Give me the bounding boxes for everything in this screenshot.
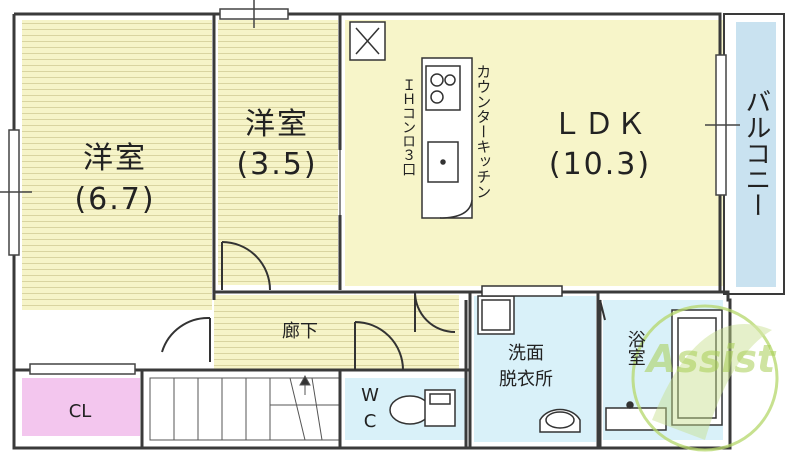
room-western-small-size: (3.5) — [236, 147, 318, 182]
balcony-fill — [736, 22, 776, 287]
room-western-large-size: (6.7) — [74, 182, 156, 217]
room-ldk-size: (10.3) — [548, 147, 652, 182]
room-bath-name: 浴室 — [624, 330, 646, 366]
room-closet-name: CL — [68, 401, 92, 422]
room-hallway-name: 廊下 — [282, 321, 318, 342]
room-ldk-name: ＬＤＫ — [552, 107, 648, 142]
toilet-fixture — [389, 389, 456, 427]
washroom-fixtures — [477, 285, 581, 433]
staircase — [149, 374, 341, 441]
room-western-small-name: 洋室 — [245, 107, 309, 142]
room-western-large-fill — [22, 20, 212, 310]
windows — [0, 0, 740, 375]
room-western-large-name: 洋室 — [83, 141, 147, 176]
room-washroom-name-line2: 脱衣所 — [499, 369, 553, 390]
room-toilet-name-line1: W — [361, 385, 379, 406]
room-toilet-name-line2: C — [363, 411, 377, 432]
kitchen-counter-label: カウンターキッチン — [474, 64, 493, 199]
kitchen-stove-label: ＩＨコンロ３口 — [400, 78, 417, 176]
watermark-text: Assist — [646, 337, 776, 381]
bathtub — [605, 309, 723, 431]
room-ldk-fill — [345, 20, 723, 286]
doors — [161, 150, 606, 371]
balcony-name: バルコニー — [740, 88, 771, 218]
room-western-small-fill — [218, 20, 338, 285]
room-washroom-name-line1: 洗面 — [508, 343, 544, 364]
kitchen-counter — [349, 21, 473, 219]
room-closet-fill — [22, 378, 140, 436]
watermark-logo — [631, 304, 779, 452]
